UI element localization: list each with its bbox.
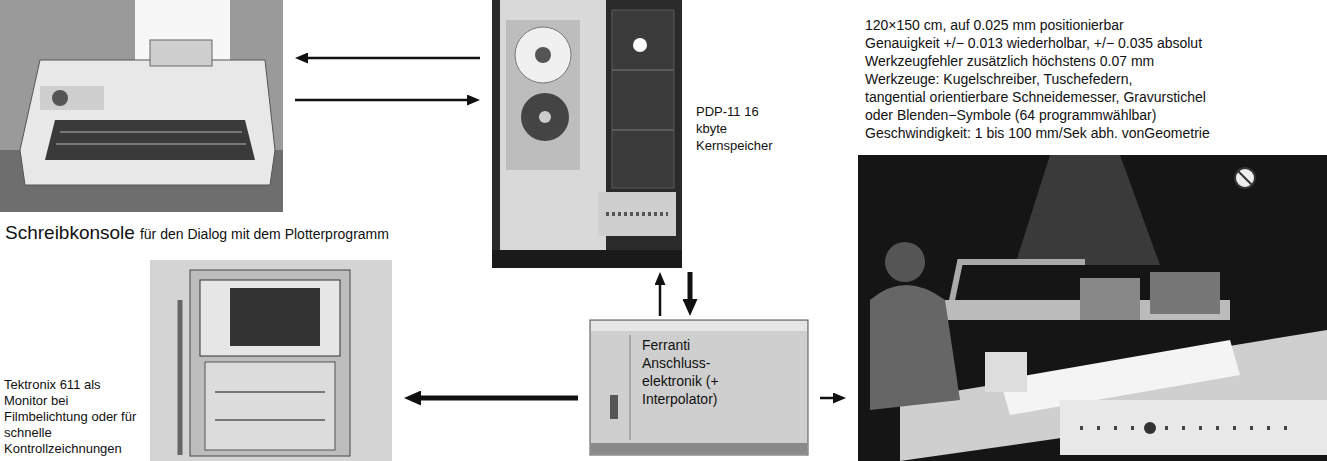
front-console (598, 192, 676, 236)
plinth (492, 250, 682, 268)
rack-panel (612, 10, 674, 188)
spec-text: Werkzeuge: Kugelschreiber, Tuschefedern, (865, 70, 1323, 88)
switch-row (606, 212, 668, 216)
spec-text: oder Blenden−Symbole (64 programmwählbar… (865, 106, 1323, 124)
text-group: Ferranti Anschluss- elektronik (+ Interp… (642, 336, 760, 408)
photo-ground (0, 0, 283, 212)
monitor-housing (200, 280, 340, 356)
text-group: 120×150 cm, auf 0.025 mm positionierbarG… (865, 16, 1323, 142)
reel-hub (539, 111, 551, 123)
light-cone (1015, 155, 1160, 265)
caption-text: für den Dialog mit dem Plotterprogramm (140, 226, 389, 242)
spec-text: Geschwindigkeit: 1 bis 100 mm/Sek abh. v… (865, 124, 1323, 142)
keyboard (45, 120, 255, 160)
spec-text: Genauigkeit +/− 0.013 wiederholbar, +/− … (865, 34, 1323, 52)
tape-drive (506, 20, 580, 170)
operator-head (885, 242, 925, 282)
control-panel (1060, 400, 1327, 455)
plotter-photo: 120×150 cm, auf 0.025 mm positionierbarG… (858, 155, 1327, 461)
cabinet (492, 0, 682, 268)
photo-ground (150, 260, 392, 461)
spec-text: Werkzeugfehler zusätzlich höchstens 0.07… (865, 52, 1323, 70)
caption-text: Schreibkonsole (5, 222, 135, 243)
tape-reel (521, 93, 569, 141)
cabinet (590, 320, 808, 455)
cart-handle (178, 300, 183, 455)
no-smoking-sign (1235, 168, 1255, 188)
text-group: Schreibkonsole für den Dialog mit dem Plo… (5, 222, 525, 245)
caption-text: Tektronix 611 als Monitor bei Filmbelich… (4, 377, 146, 457)
pdp11-photo-art (492, 0, 682, 268)
door-seam (629, 335, 631, 440)
indicator (633, 38, 647, 52)
door-handle (610, 395, 618, 419)
lower-cabinet (205, 362, 335, 450)
spec-text: 120×150 cm, auf 0.025 mm positionierbar (865, 16, 1323, 34)
platen (150, 40, 212, 66)
side-panel (40, 86, 104, 110)
signal-arrow (688, 272, 693, 300)
panel-buttons (1080, 426, 1300, 430)
operator-body (870, 285, 960, 410)
carriage (1150, 272, 1220, 314)
reel-hub (535, 47, 551, 63)
cabinet-top (591, 321, 807, 331)
box-label: Ferranti Anschluss- elektronik (+ Interp… (642, 336, 760, 408)
console-photo: Schreibkonsolefür den Dialog mit dem Plo… (0, 0, 283, 212)
signal-arrow (659, 284, 662, 316)
text-group: Tektronix 611 als Monitor bei Filmbelich… (4, 377, 146, 457)
signal-arrow (420, 396, 578, 401)
computer-photo: PDP-11 16 kbyte Kernspeicher (492, 0, 682, 268)
interface-cabinet: Ferranti Anschluss- elektronik (+ Interp… (590, 320, 808, 455)
photo-ground (858, 155, 1327, 461)
monitor-photo: Tektronix 611 als Monitor bei Filmbelich… (150, 260, 392, 461)
panel-knob (1144, 422, 1156, 434)
control-box (985, 352, 1027, 392)
ferranti-photo-art (590, 320, 808, 455)
text-group: PDP-11 16 kbyte Kernspeicher (696, 103, 788, 154)
tektronix-photo-art (150, 260, 392, 461)
panel-seams (612, 70, 674, 130)
knob (52, 90, 68, 106)
key-rows (56, 132, 246, 144)
cabinet-base (591, 443, 807, 454)
tape-panel (500, 0, 606, 250)
plotter-table (900, 330, 1327, 461)
console-photo-art (0, 0, 283, 212)
signal-arrow (820, 397, 834, 400)
cart-frame (190, 270, 350, 456)
tape-reel (515, 27, 571, 83)
sign-slash (1238, 171, 1252, 185)
drawer-lines (215, 392, 325, 420)
plotter-photo-art (858, 155, 1327, 461)
console-body (20, 60, 275, 185)
caption-text: PDP-11 16 kbyte Kernspeicher (696, 103, 788, 154)
signal-arrow (295, 99, 468, 102)
signal-arrow (307, 57, 480, 60)
carriage (1080, 278, 1140, 320)
monitor-screen (230, 288, 320, 346)
spec-text: tangential orientierbare Schneidemesser,… (865, 88, 1323, 106)
